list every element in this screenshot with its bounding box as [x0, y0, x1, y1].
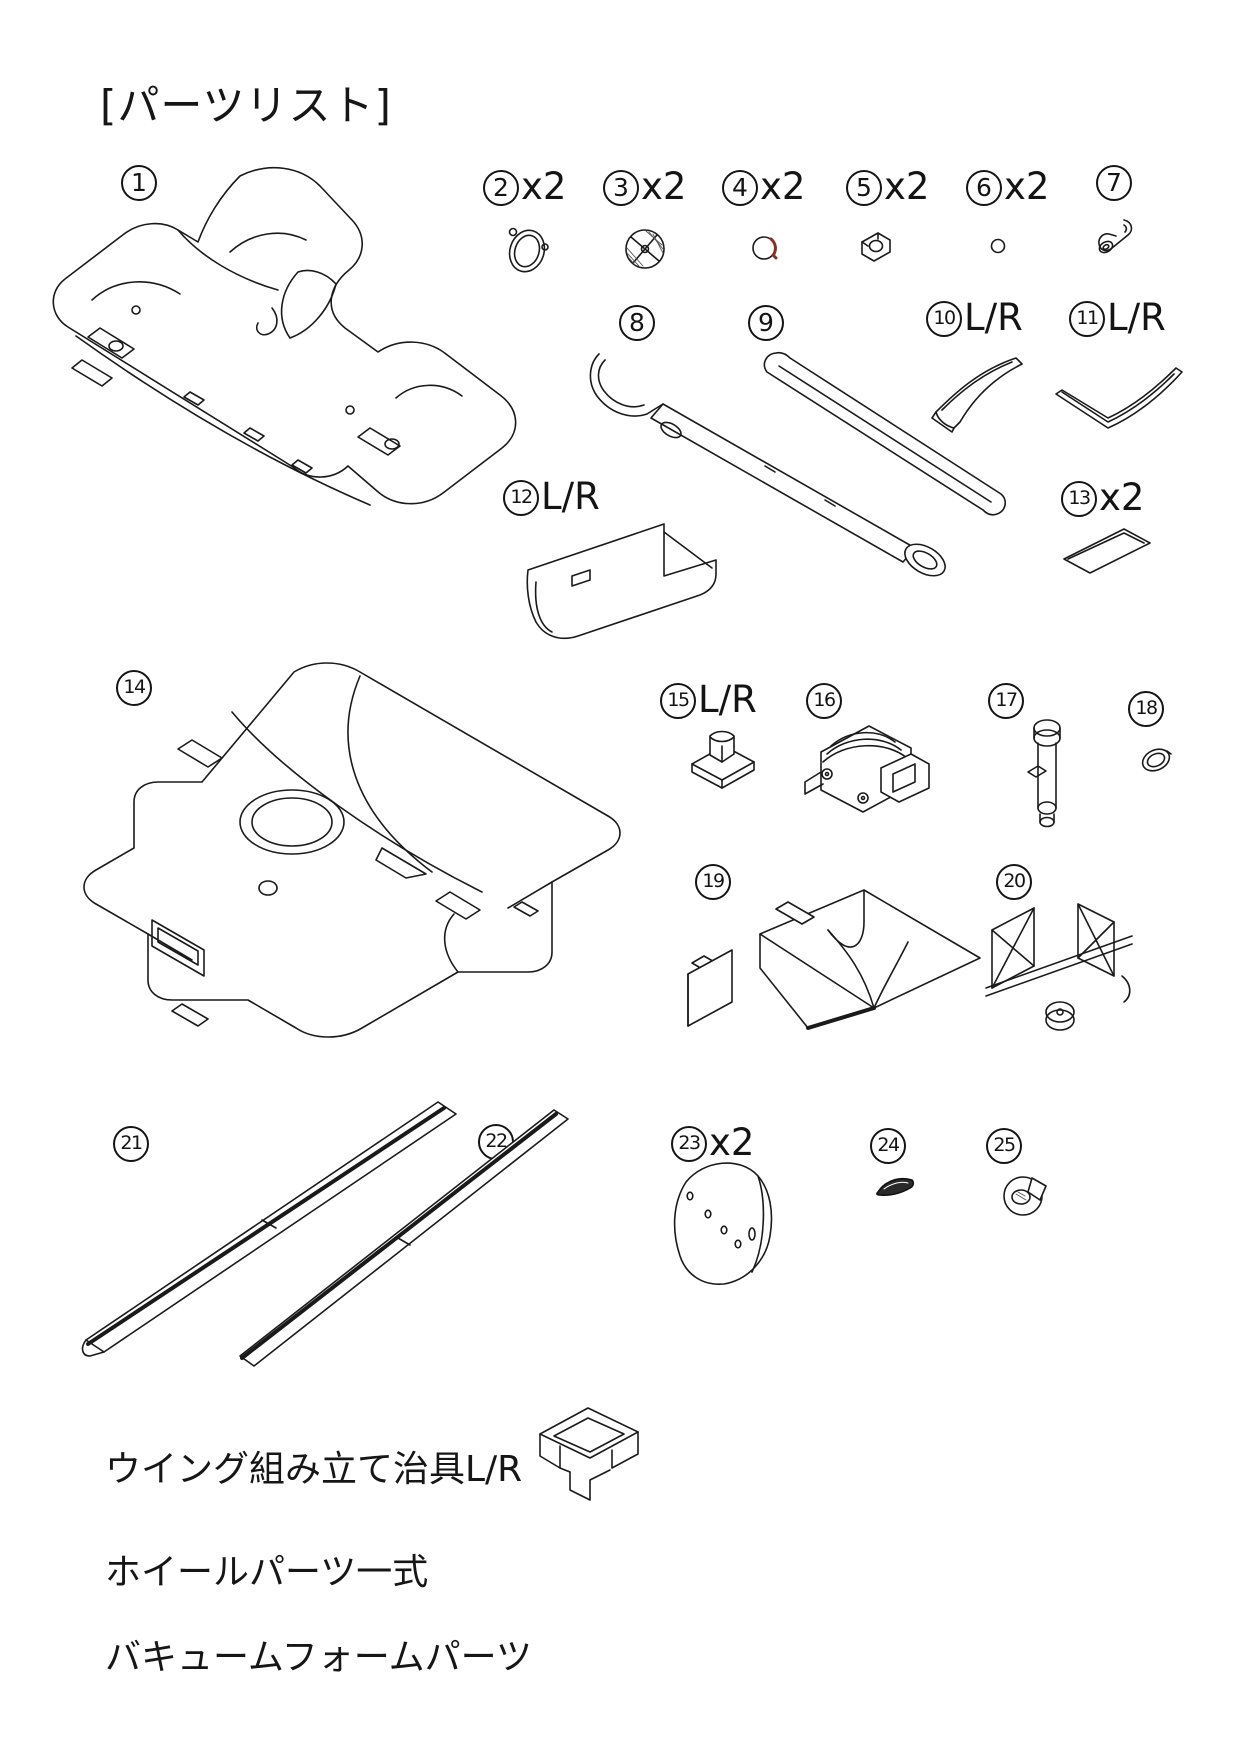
- part-16-gearbox-drawing: [804, 725, 930, 813]
- part-label-9: 9: [748, 305, 786, 341]
- part-label-12: 12 L/R: [503, 478, 600, 516]
- part-7-lever-drawing: [1098, 219, 1133, 254]
- part-label-13: 13 x2: [1061, 479, 1144, 517]
- part-4-lens-drawing: [752, 236, 778, 260]
- part-24-mirror-drawing: [876, 1177, 915, 1197]
- part-18-eyelet-drawing: [1141, 748, 1172, 772]
- part-22-wing-drawing: [239, 1109, 569, 1367]
- part-label-11: 11 L/R: [1069, 299, 1166, 337]
- part-14-chassis-drawing: [83, 662, 621, 1038]
- part-10-fender-drawing: [931, 357, 1023, 433]
- part-number-4: 4: [722, 170, 758, 206]
- part-label-21: 21: [113, 1126, 151, 1162]
- wheel-parts-label: ホイールパーツ一式: [105, 1552, 429, 1593]
- wing-jig-label: ウイング組み立て治具L/R: [105, 1449, 523, 1490]
- part-label-15: 15 L/R: [660, 681, 757, 719]
- part-number-17: 17: [988, 683, 1024, 719]
- part-number-11: 11: [1069, 301, 1105, 337]
- part-label-24: 24: [870, 1128, 908, 1164]
- part-number-18: 18: [1128, 691, 1164, 727]
- part-11-curved-strip-drawing: [1055, 367, 1183, 429]
- part-1-body-shell-drawing: [52, 166, 517, 506]
- part-number-14: 14: [116, 670, 152, 706]
- part-label-23: 23 x2: [671, 1124, 754, 1162]
- part-number-6: 6: [966, 170, 1002, 206]
- part-number-8: 8: [619, 305, 655, 341]
- part-number-10: 10: [926, 301, 962, 337]
- part-label-2: 2 x2: [483, 168, 566, 206]
- part-label-8: 8: [619, 305, 657, 341]
- part-3-disc-drawing: [625, 229, 665, 269]
- part-number-16: 16: [806, 683, 842, 719]
- part-label-1: 1: [121, 165, 159, 201]
- part-label-16: 16: [806, 683, 844, 719]
- part-number-20: 20: [996, 864, 1032, 900]
- part-number-19: 19: [695, 864, 731, 900]
- part-15-block-drawing: [691, 730, 755, 789]
- part-9-rod-drawing: [763, 351, 1006, 516]
- part-19-diffuser-drawing: [687, 889, 981, 1030]
- part-8-splitter-drawing: [589, 353, 946, 577]
- part-6-small-ring-drawing: [990, 238, 1006, 254]
- part-number-1: 1: [121, 165, 157, 201]
- part-label-17: 17: [988, 683, 1026, 719]
- part-label-5: 5 x2: [846, 168, 929, 206]
- part-number-7: 7: [1096, 165, 1132, 201]
- part-20-rear-frame-drawing: [985, 903, 1133, 1031]
- part-number-15: 15: [660, 683, 696, 719]
- part-label-6: 6 x2: [966, 168, 1049, 206]
- part-number-5: 5: [846, 170, 882, 206]
- part-label-3: 3 x2: [603, 168, 686, 206]
- part-number-24: 24: [870, 1128, 906, 1164]
- part-number-25: 25: [986, 1128, 1022, 1164]
- part-12-side-panel-drawing: [526, 523, 717, 640]
- part-number-23: 23: [671, 1126, 707, 1162]
- part-label-19: 19: [695, 864, 733, 900]
- part-number-13: 13: [1061, 481, 1097, 517]
- part-2-ring-drawing: [508, 227, 549, 273]
- part-label-20: 20: [996, 864, 1034, 900]
- part-5-bracket-drawing: [861, 232, 891, 262]
- part-13-sheet-drawing: [1063, 528, 1151, 574]
- part-number-2: 2: [483, 170, 519, 206]
- wing-jig-drawing: [539, 1407, 639, 1501]
- part-label-25: 25: [986, 1128, 1024, 1164]
- part-label-4: 4 x2: [722, 168, 805, 206]
- part-21-wing-drawing: [81, 1101, 457, 1357]
- part-number-9: 9: [748, 305, 784, 341]
- part-23-endplate-drawing: [673, 1162, 773, 1285]
- part-label-10: 10 L/R: [926, 299, 1023, 337]
- part-label-14: 14: [116, 670, 154, 706]
- part-label-7: 7: [1096, 165, 1134, 201]
- part-number-3: 3: [603, 170, 639, 206]
- page-title: [パーツリスト]: [100, 81, 392, 130]
- part-label-18: 18: [1128, 691, 1166, 727]
- part-number-21: 21: [113, 1126, 149, 1162]
- vacuum-form-label: バキュームフォームパーツ: [105, 1637, 532, 1678]
- part-25-hub-drawing: [1003, 1176, 1047, 1216]
- part-17-damper-drawing: [1027, 719, 1061, 828]
- part-number-12: 12: [503, 480, 539, 516]
